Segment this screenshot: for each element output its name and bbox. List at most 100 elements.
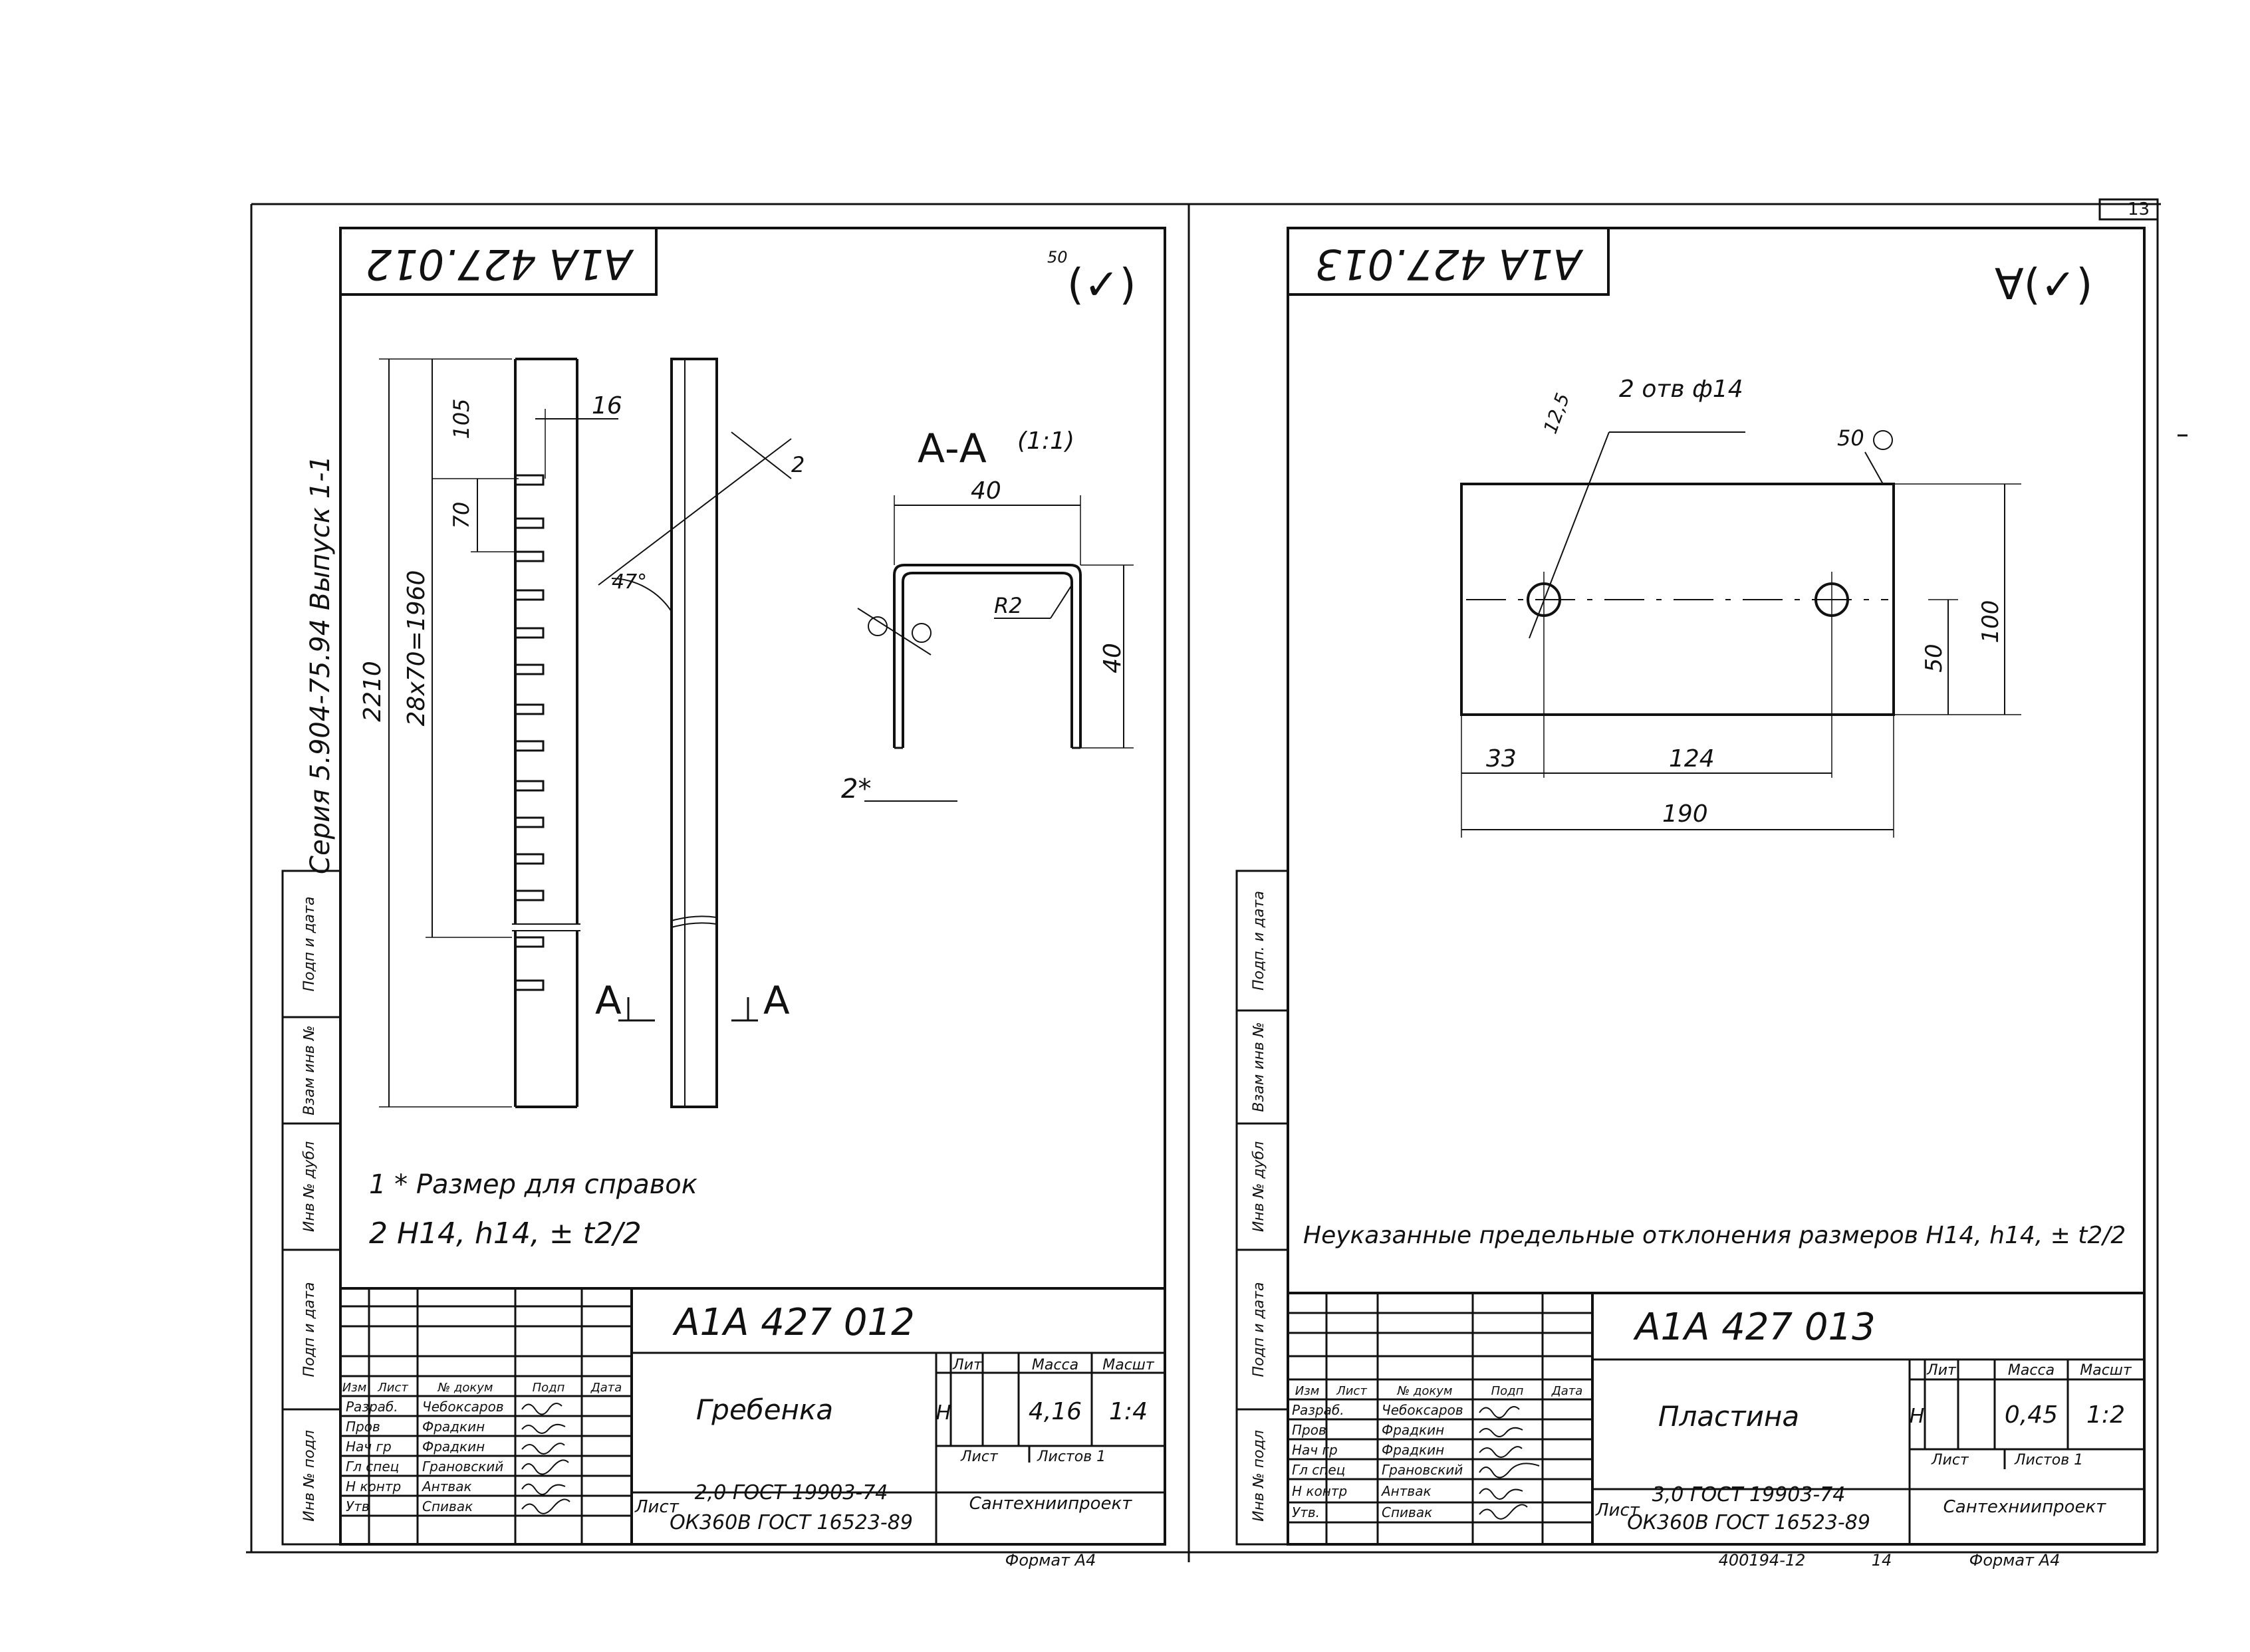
left-name-2: Фрадкин bbox=[422, 1419, 485, 1435]
left-roughness-value: 50 bbox=[1047, 248, 1068, 267]
dim-plate-height: 100 bbox=[1977, 600, 2004, 644]
dim-section-height: 40 bbox=[1099, 643, 1126, 673]
right-sheets-label: Листов 1 bbox=[2014, 1452, 2083, 1469]
left-format: Формат А4 bbox=[1005, 1551, 1096, 1570]
left-col-izm: Изм bbox=[342, 1381, 367, 1395]
left-col-sign: Подп bbox=[533, 1381, 565, 1395]
right-col-list: Лист bbox=[1336, 1384, 1367, 1398]
dim-2210: 2210 bbox=[359, 661, 386, 722]
left-role-3: Нач гр bbox=[346, 1439, 392, 1455]
right-stamp-2: Взам инв № bbox=[1251, 1022, 1267, 1112]
right-name-2: Фрадкин bbox=[1382, 1422, 1444, 1438]
dim-section-width: 40 bbox=[971, 477, 1001, 505]
left-scale-header: Масшт bbox=[1102, 1357, 1155, 1373]
left-name-5: Антвак bbox=[421, 1478, 472, 1494]
left-role-4: Гл спец bbox=[346, 1459, 399, 1475]
dim-radius: R2 bbox=[994, 593, 1023, 618]
right-note: Неуказанные предельные отклонения размер… bbox=[1303, 1222, 2126, 1249]
left-name-3: Фрадкин bbox=[422, 1439, 485, 1455]
right-code-box bbox=[1287, 227, 1610, 296]
right-lit-header: Лит bbox=[1926, 1362, 1957, 1379]
dim-105: 105 bbox=[449, 398, 474, 439]
right-archive-sheet: 14 bbox=[1872, 1551, 1892, 1570]
left-name-1: Чебоксаров bbox=[422, 1399, 504, 1415]
left-code-box bbox=[339, 227, 658, 296]
left-side-stamp bbox=[281, 870, 342, 1546]
left-sheet-label: Лист bbox=[960, 1449, 999, 1465]
left-note-1: 1 * Размер для справок bbox=[369, 1169, 697, 1200]
left-lit-header: Лит bbox=[952, 1357, 983, 1373]
left-stamp-4: Подп и дата bbox=[301, 1282, 318, 1377]
left-col-doc: № докум bbox=[437, 1381, 493, 1395]
left-note-2: 2 H14, h14, ± t2/2 bbox=[369, 1217, 642, 1250]
right-stamp-4: Подп и дата bbox=[1251, 1282, 1267, 1377]
left-title-block bbox=[340, 1287, 1165, 1544]
plate-outline bbox=[1460, 483, 1895, 716]
right-material-2: ОК360В ГОСТ 16523-89 bbox=[1627, 1511, 1870, 1534]
left-lit-value: Н bbox=[936, 1401, 951, 1425]
left-role-6: Утв bbox=[346, 1498, 370, 1514]
left-stamp-1: Подп и дата bbox=[301, 897, 318, 992]
page-number-box bbox=[2098, 198, 2159, 221]
cut-label-right: А bbox=[763, 978, 790, 1023]
left-mass-header: Масса bbox=[1032, 1357, 1078, 1373]
right-organization: Сантехниипроект bbox=[1943, 1497, 2107, 1517]
right-stamp-3: Инв № дубл bbox=[1251, 1141, 1267, 1233]
right-signatures bbox=[1479, 1406, 1540, 1520]
left-name-6: Спивак bbox=[422, 1498, 473, 1514]
right-material-1: 3,0 ГОСТ 19903-74 bbox=[1652, 1483, 1846, 1506]
right-col-izm: Изм bbox=[1295, 1384, 1320, 1398]
right-side-stamp bbox=[1235, 870, 1289, 1546]
left-material-1: 2,0 ГОСТ 19903-74 bbox=[695, 1481, 888, 1504]
left-material-prefix: Лист bbox=[634, 1497, 680, 1517]
left-sheets-label: Листов 1 bbox=[1037, 1449, 1106, 1465]
right-role-3: Нач гр bbox=[1292, 1442, 1338, 1458]
right-lit-value: Н bbox=[1910, 1405, 1925, 1428]
right-archive-number: 400194-12 bbox=[1719, 1551, 1806, 1570]
page-number: 13 bbox=[2128, 199, 2150, 219]
right-role-6: Утв. bbox=[1292, 1504, 1320, 1520]
cut-label-left: А bbox=[595, 978, 622, 1023]
right-name-6: Спивак bbox=[1382, 1504, 1432, 1520]
section-profile-outer bbox=[893, 564, 1082, 748]
right-role-5: Н контр bbox=[1292, 1483, 1347, 1499]
dim-28x70: 28x70=1960 bbox=[403, 570, 430, 727]
angle-arc bbox=[611, 578, 672, 612]
left-role-5: Н контр bbox=[346, 1478, 401, 1494]
right-drawing-code: А1А 427.013 bbox=[1315, 240, 1584, 289]
left-material-2: ОК360В ГОСТ 16523-89 bbox=[670, 1511, 913, 1534]
right-scale: 1:2 bbox=[2086, 1401, 2125, 1429]
right-material-prefix: Лист bbox=[1595, 1500, 1640, 1520]
left-name-4: Грановский bbox=[422, 1459, 503, 1475]
left-stamp-2: Взам инв № bbox=[301, 1025, 318, 1115]
dim-roughness-top: 50 bbox=[1837, 425, 1864, 451]
left-scale: 1:4 bbox=[1109, 1398, 1148, 1425]
left-role-2: Пров bbox=[346, 1419, 380, 1435]
dim-plate-half: 50 bbox=[1921, 644, 1947, 672]
dim-chamfer: 12,5 bbox=[1539, 390, 1574, 437]
right-name-1: Чебоксаров bbox=[1382, 1402, 1463, 1418]
right-role-2: Пров bbox=[1292, 1422, 1326, 1438]
right-name-5: Антвак bbox=[1380, 1483, 1432, 1499]
left-stamp-3: Инв № дубл bbox=[301, 1141, 318, 1233]
right-title-block bbox=[1288, 1292, 2144, 1544]
left-designation: А1А 427 012 bbox=[672, 1301, 915, 1344]
right-format: Формат А4 bbox=[1969, 1551, 2061, 1570]
dim-16: 16 bbox=[592, 392, 622, 419]
section-profile-inner bbox=[902, 572, 1073, 748]
comb-side-view bbox=[670, 358, 718, 1108]
right-col-date: Дата bbox=[1551, 1384, 1583, 1398]
dim-thickness-2: 2 bbox=[791, 452, 805, 477]
section-scale: (1:1) bbox=[1017, 427, 1074, 455]
series-label: Серия 5.904-75.94 Выпуск 1-1 bbox=[305, 455, 336, 874]
right-role-4: Гл спец bbox=[1292, 1462, 1345, 1478]
right-stamp-1: Подп. и дата bbox=[1251, 891, 1267, 991]
dim-hole-pitch: 124 bbox=[1669, 745, 1715, 772]
left-stamp-5: Инв № подл bbox=[301, 1430, 318, 1522]
left-signatures bbox=[521, 1403, 570, 1514]
dim-holes: 2 отв ф14 bbox=[1619, 376, 1743, 403]
right-mass: 0,45 bbox=[2005, 1401, 2058, 1429]
left-col-list: Лист bbox=[377, 1381, 408, 1395]
right-designation: А1А 427 013 bbox=[1633, 1306, 1876, 1349]
right-name-3: Фрадкин bbox=[1382, 1442, 1444, 1458]
